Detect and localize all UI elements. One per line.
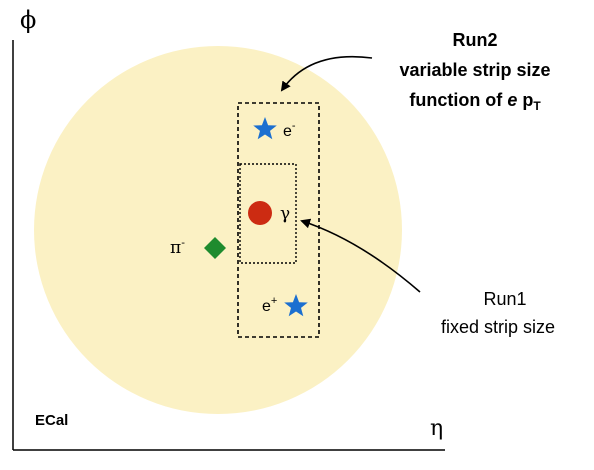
x-axis-label: η <box>430 416 443 441</box>
ecal-disk <box>34 46 402 414</box>
y-axis-label: ϕ <box>20 6 36 34</box>
electron-plus-star <box>284 294 308 317</box>
run2-line1: variable strip size <box>399 60 550 80</box>
run1-strip-box <box>239 163 297 264</box>
photon-label: γ <box>280 204 290 224</box>
electron-plus-label: e+ <box>262 295 277 315</box>
run2-title: Run2 <box>453 30 498 50</box>
pion-marker <box>204 237 226 259</box>
run2-strip-box <box>237 102 320 338</box>
run2-line2: function of e pT <box>409 90 541 113</box>
run1-subtitle: fixed strip size <box>441 317 555 337</box>
ecal-label: ECal <box>35 412 68 429</box>
electron-minus-label: e- <box>283 120 296 140</box>
photon-marker <box>248 201 272 225</box>
run2-arrow <box>280 55 373 92</box>
pion-label: π- <box>170 236 185 258</box>
electron-minus-star <box>253 117 277 140</box>
run1-title: Run1 <box>483 289 526 309</box>
run1-arrow <box>300 218 421 293</box>
